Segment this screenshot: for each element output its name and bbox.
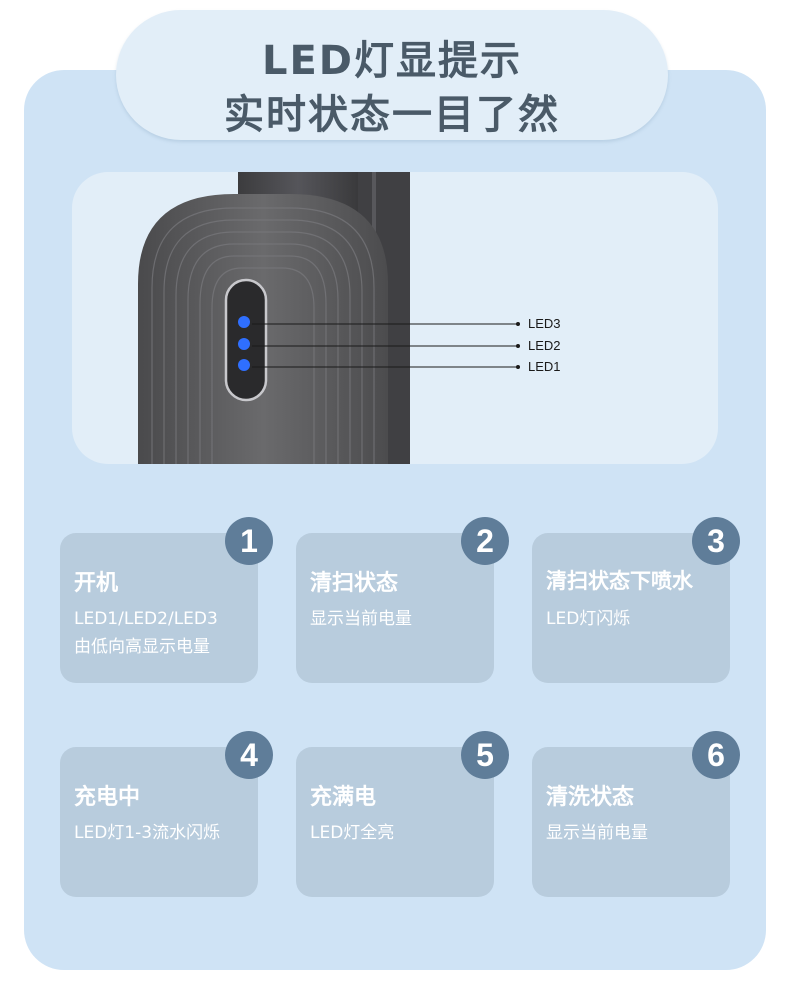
led-2-label: LED2 [528,338,561,353]
title-line-1: LED灯显提示 [261,38,522,84]
step-title: 充满电 [310,785,377,810]
step-number-badge-1: 1 [225,517,273,565]
step-card-2: 清扫状态 显示当前电量 [296,533,494,683]
step-card-1: 开机 LED1/LED2/LED3 由低向高显示电量 [60,533,258,683]
step-card-5: 充满电 LED灯全亮 [296,747,494,897]
step-title: 清扫状态 [310,571,399,596]
step-card-4: 充电中 LED灯1-3流水闪烁 [60,747,258,897]
product-image-card: LED3 LED2 LED1 [72,172,718,464]
vacuum-device-image [138,172,520,464]
title-banner: LED灯显提示 实时状态一目了然 [116,10,668,140]
step-title: 清扫状态下喷水 [546,569,693,593]
led-3-label: LED3 [528,316,561,331]
step-description: 显示当前电量 [310,609,412,629]
step-number-badge-4: 4 [225,731,273,779]
step-description: LED灯1-3流水闪烁 [74,823,221,843]
step-number-badge-2: 2 [461,517,509,565]
led-1-label: LED1 [528,359,561,374]
ribbed-texture [151,207,375,464]
step-card-3: 清扫状态下喷水 LED灯闪烁 [532,533,730,683]
title-line-2: 实时状态一目了然 [224,92,560,138]
step-number-badge-6: 6 [692,731,740,779]
led-2-dot [238,338,250,350]
step-title: 清洗状态 [546,785,635,810]
step-card-6: 清洗状态 显示当前电量 [532,747,730,897]
led-1-dot [238,359,250,371]
led-3-dot [238,316,250,328]
step-title: 开机 [74,571,119,596]
step-description: LED灯全亮 [310,823,395,843]
step-number-badge-3: 3 [692,517,740,565]
step-number-badge-5: 5 [461,731,509,779]
step-description: 显示当前电量 [546,823,648,843]
led-leader-lines [252,323,518,368]
step-title: 充电中 [74,785,141,810]
step-description: LED灯闪烁 [546,609,631,629]
step-description: LED1/LED2/LED3 由低向高显示电量 [74,609,218,657]
